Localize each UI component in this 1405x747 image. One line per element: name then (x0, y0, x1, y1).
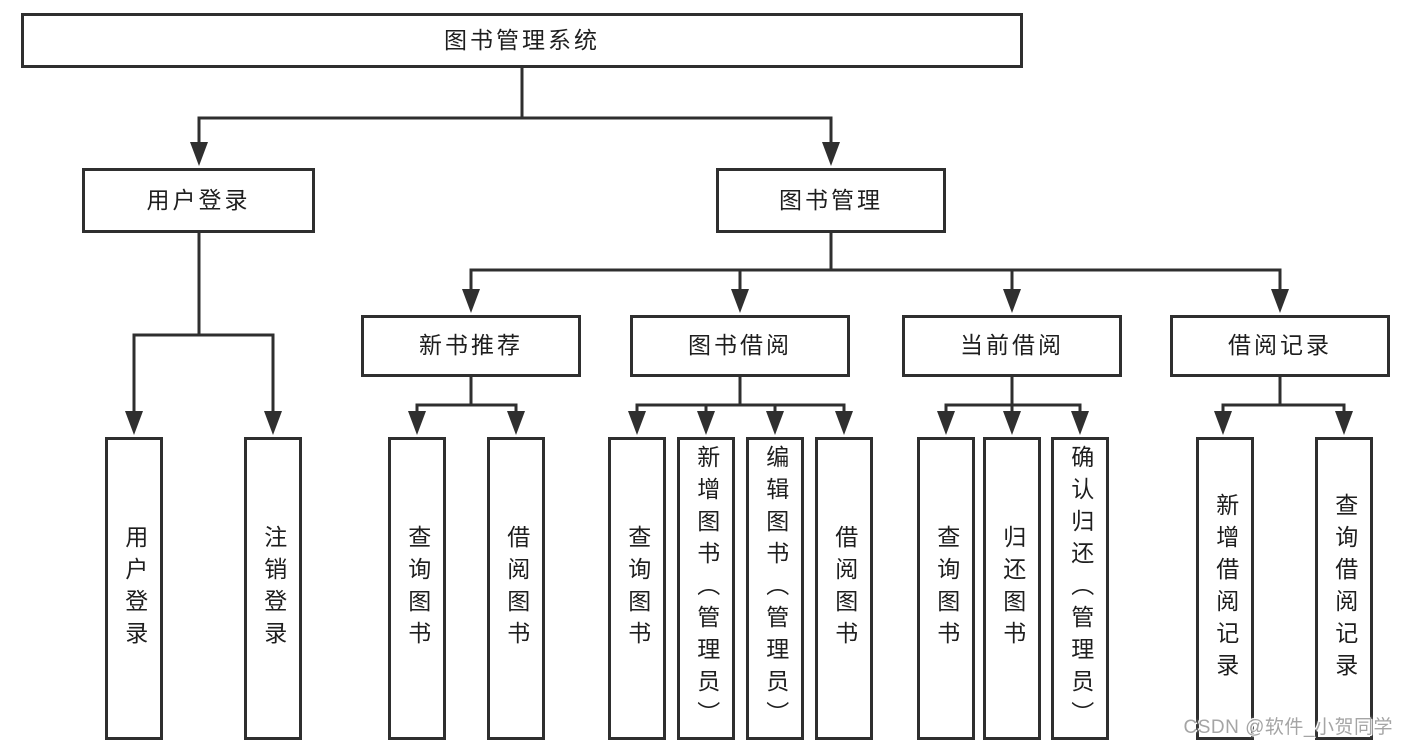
arrowhead (1271, 289, 1289, 313)
arrowhead (507, 411, 525, 435)
arrowhead (1071, 411, 1089, 435)
arrowhead (408, 411, 426, 435)
leaf-borrowing-query-books: 查询图书 (608, 437, 666, 740)
arrowhead (1335, 411, 1353, 435)
connector-borrowing-to-leaves (628, 377, 853, 435)
connector-records-to-leaves (1214, 377, 1353, 435)
connector-book-mgmt-to-level3 (462, 233, 1289, 313)
node-library-system: 图书管理系统 (21, 13, 1023, 68)
leaf-user-login: 用户登录 (105, 437, 163, 740)
node-book-borrowing: 图书借阅 (630, 315, 850, 377)
arrowhead (766, 411, 784, 435)
leaf-current-confirm-return-admin: 确认归还（管理员） (1051, 437, 1109, 740)
arrowhead (822, 142, 840, 166)
leaf-borrowing-edit-books-admin: 编辑图书（管理员） (746, 437, 804, 740)
node-borrow-records: 借阅记录 (1170, 315, 1390, 377)
arrowhead (731, 289, 749, 313)
node-user-login: 用户登录 (82, 168, 315, 233)
leaf-records-add-record: 新增借阅记录 (1196, 437, 1254, 740)
leaf-logout: 注销登录 (244, 437, 302, 740)
arrowhead (1003, 411, 1021, 435)
leaf-records-query-record: 查询借阅记录 (1315, 437, 1373, 740)
node-new-book-recommend: 新书推荐 (361, 315, 581, 377)
arrowhead (628, 411, 646, 435)
arrowhead (264, 411, 282, 435)
node-book-management: 图书管理 (716, 168, 946, 233)
arrowhead (1003, 289, 1021, 313)
connector-new-books-to-leaves (408, 377, 525, 435)
connector-root-to-level2 (190, 68, 840, 166)
leaf-current-query-books: 查询图书 (917, 437, 975, 740)
leaf-current-return-books: 归还图书 (983, 437, 1041, 740)
leaf-recommend-borrow-books: 借阅图书 (487, 437, 545, 740)
arrowhead (462, 289, 480, 313)
arrowhead (1214, 411, 1232, 435)
connector-current-to-leaves (937, 377, 1089, 435)
leaf-borrowing-add-books-admin: 新增图书（管理员） (677, 437, 735, 740)
arrowhead (937, 411, 955, 435)
arrowhead (697, 411, 715, 435)
arrowhead (190, 142, 208, 166)
arrowhead (125, 411, 143, 435)
leaf-borrowing-borrow-books: 借阅图书 (815, 437, 873, 740)
node-current-borrowing: 当前借阅 (902, 315, 1122, 377)
arrowhead (835, 411, 853, 435)
leaf-recommend-query-books: 查询图书 (388, 437, 446, 740)
csdn-watermark: CSDN @软件_小贺同学 (1183, 717, 1393, 738)
connector-user-login-to-leaves (125, 233, 282, 435)
